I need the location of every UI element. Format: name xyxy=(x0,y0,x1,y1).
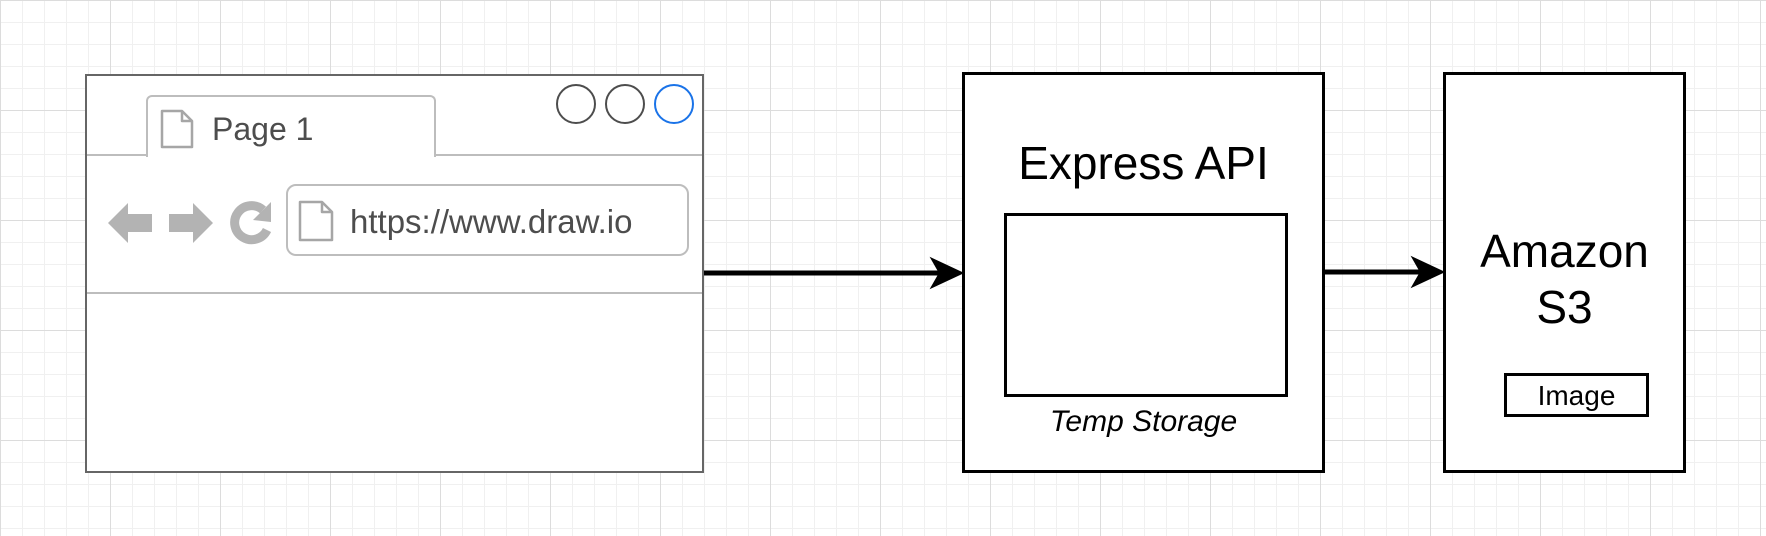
amazon-s3-box[interactable]: Amazon S3 Image xyxy=(1443,72,1686,473)
reload-icon[interactable] xyxy=(227,198,277,248)
browser-tab[interactable]: Page 1 xyxy=(146,95,436,157)
arrow-api-to-s3 xyxy=(1325,255,1446,289)
express-api-box[interactable]: Express API Temp Storage xyxy=(962,72,1325,473)
page-icon xyxy=(298,200,334,242)
s3-title-line1: Amazon xyxy=(1480,225,1649,277)
temp-storage-label: Temp Storage xyxy=(1049,405,1238,438)
express-api-title: Express API xyxy=(1018,137,1269,189)
arrow-right-icon[interactable] xyxy=(165,198,215,248)
tab-title: Page 1 xyxy=(212,111,314,147)
temp-storage-box[interactable] xyxy=(1004,213,1288,397)
address-url: https://www.draw.io xyxy=(350,203,633,240)
window-button-2[interactable] xyxy=(605,84,645,124)
address-bar[interactable]: https://www.draw.io xyxy=(286,184,689,256)
arrow-browser-to-api xyxy=(704,256,965,290)
window-button-3[interactable] xyxy=(654,84,694,124)
image-box[interactable]: Image xyxy=(1504,373,1649,417)
window-button-1[interactable] xyxy=(556,84,596,124)
browser-window: Page 1 https://www.draw.io xyxy=(85,74,704,473)
page-icon xyxy=(160,109,194,149)
image-label: Image xyxy=(1537,380,1616,411)
browser-content-divider xyxy=(87,292,702,294)
s3-title-line2: S3 xyxy=(1536,281,1593,333)
arrow-left-icon[interactable] xyxy=(106,198,156,248)
